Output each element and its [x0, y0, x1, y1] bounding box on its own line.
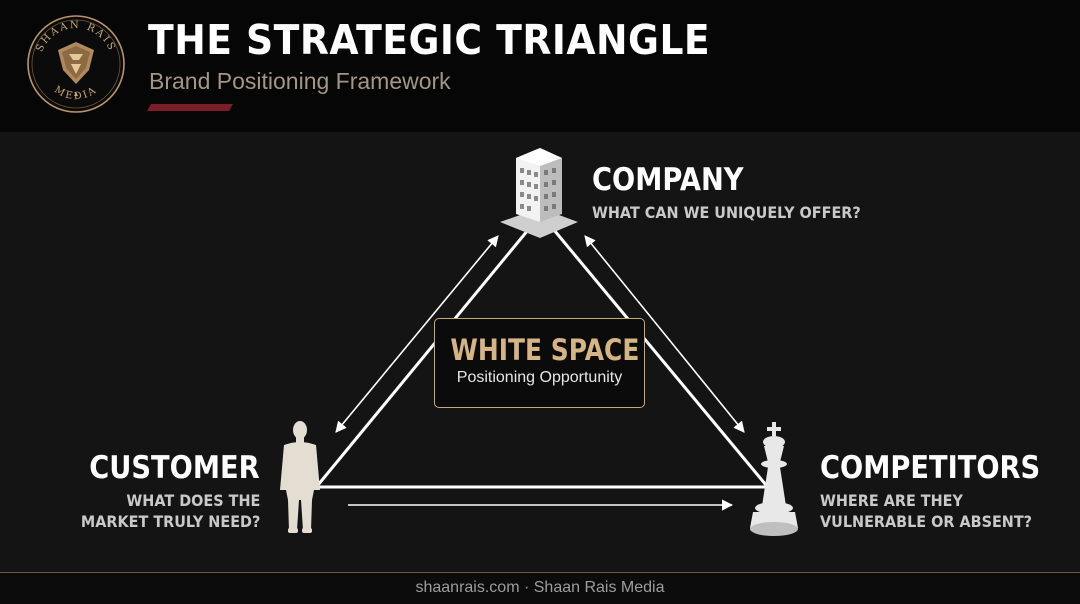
customer-subtitle-line: WHAT DOES THE — [126, 491, 260, 510]
office-building-icon — [500, 148, 578, 238]
arrow-company-competitors — [584, 235, 745, 433]
white-space-box: WHITE SPACE Positioning Opportunity — [434, 318, 645, 408]
competitors-subtitle-line: WHERE ARE THEY — [820, 491, 963, 510]
header-bar: SHAAN RAIS MEDIA THE STRATEGIC TRIANGLE … — [0, 0, 1080, 132]
company-subtitle: WHAT CAN WE UNIQUELY OFFER? — [592, 203, 861, 222]
company-title: COMPANY — [592, 162, 744, 198]
page-subtitle: Brand Positioning Framework — [149, 68, 451, 94]
customer-subtitle: WHAT DOES THE MARKET TRULY NEED? — [61, 490, 260, 532]
white-space-title: WHITE SPACE — [450, 333, 640, 367]
footer-bar: shaanrais.com · Shaan Rais Media — [0, 572, 1080, 604]
triangle-diagram — [280, 148, 798, 536]
competitors-subtitle-line: VULNERABLE OR ABSENT? — [820, 512, 1033, 531]
competitors-subtitle: WHERE ARE THEY VULNERABLE OR ABSENT? — [820, 490, 1056, 532]
accent-bar — [147, 104, 233, 111]
customer-subtitle-line: MARKET TRULY NEED? — [80, 512, 260, 531]
chess-king-icon — [750, 422, 798, 536]
footer-text: shaanrais.com · Shaan Rais Media — [415, 579, 665, 596]
shaan-rais-media-logo: SHAAN RAIS MEDIA — [27, 15, 125, 113]
arrow-customer-company — [335, 235, 499, 433]
person-silhouette-icon — [280, 421, 320, 533]
page-title: THE STRATEGIC TRIANGLE — [148, 16, 711, 64]
competitors-title: COMPETITORS — [820, 450, 1041, 486]
customer-title: CUSTOMER — [89, 450, 260, 486]
white-space-subtitle: Positioning Opportunity — [456, 369, 623, 386]
